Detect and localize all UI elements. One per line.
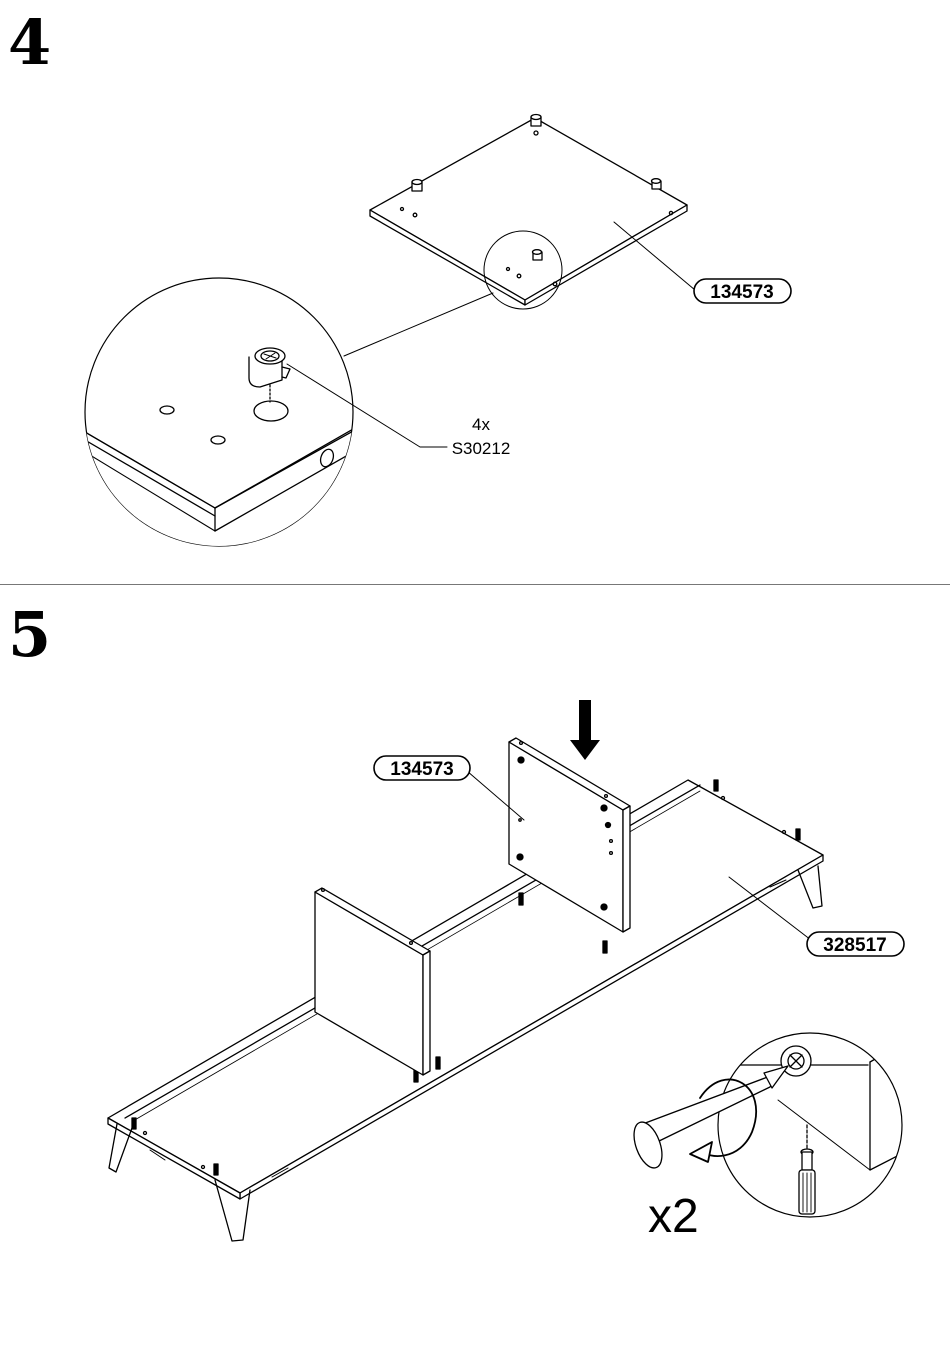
cam-lock-icon	[781, 1046, 811, 1076]
dowel-icon	[714, 780, 718, 791]
dowel-icon	[436, 1057, 440, 1069]
dowel-icon	[603, 941, 607, 953]
part-label-text: 328517	[823, 935, 886, 956]
hardware-quantity: 4x	[472, 415, 490, 434]
part-label-pill: 328517	[807, 932, 904, 956]
hardware-code: S30212	[452, 439, 511, 458]
part-label-pill: 134573	[694, 279, 791, 303]
dowel-icon	[132, 1118, 136, 1129]
dowel-icon	[519, 893, 523, 905]
cam-fitting-icon	[652, 179, 662, 189]
cam-fitting-icon	[531, 115, 541, 127]
cam-bolt-icon	[799, 1149, 815, 1214]
part-label-pill: 134573	[374, 756, 470, 780]
down-arrow-icon	[570, 700, 600, 760]
cam-fitting-icon	[412, 180, 422, 192]
multiplier-text: x2	[648, 1190, 699, 1243]
part-label-text: 134573	[390, 759, 453, 780]
cam-fitting-icon	[533, 250, 543, 260]
dowel-icon	[214, 1164, 218, 1175]
detail-magnifier	[85, 278, 447, 700]
step5-base-board	[108, 780, 823, 1241]
part-label-text: 134573	[710, 282, 773, 303]
dowel-icon	[796, 829, 800, 840]
step4-board-drawing	[344, 115, 695, 357]
